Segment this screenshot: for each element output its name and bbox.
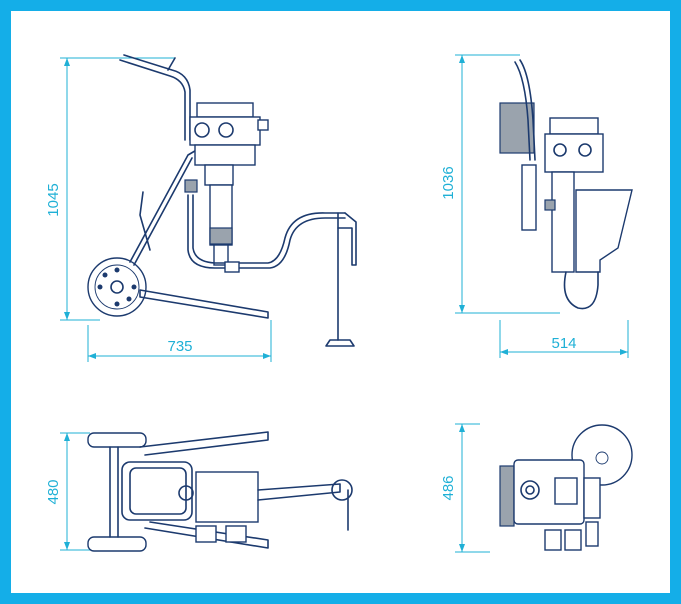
top-rear-hopper xyxy=(571,424,633,486)
side-view: 1045 735 xyxy=(45,54,357,362)
rear-hose xyxy=(563,271,599,310)
top-depth-label: 480 xyxy=(45,479,62,504)
top-handle-loop xyxy=(121,461,193,521)
rear-view: 1036 514 xyxy=(440,54,633,358)
suction-foot xyxy=(325,339,355,347)
side-height-label: 1045 xyxy=(45,183,62,216)
top-view: 480 xyxy=(45,431,353,552)
rear-handle xyxy=(519,59,536,161)
top-pump-body xyxy=(195,471,259,523)
suction-hose xyxy=(187,194,346,269)
top-suction-tube xyxy=(257,483,341,501)
top-wheel-upper xyxy=(87,432,147,448)
hopper xyxy=(575,189,633,273)
pump-unit xyxy=(184,102,269,266)
side-width-label: 735 xyxy=(167,338,192,355)
cart-wheel xyxy=(87,257,147,317)
top-wheel-lower xyxy=(87,536,147,552)
top-frame-rail xyxy=(139,431,269,456)
rear-width-label: 514 xyxy=(551,335,576,352)
cart-leg xyxy=(139,289,269,319)
rear-pump-unit xyxy=(521,117,604,273)
top-rear-view: 486 xyxy=(440,423,633,553)
rear-height-label: 1036 xyxy=(440,166,457,199)
top-rear-panel xyxy=(499,465,515,527)
cart-handle xyxy=(119,59,186,141)
top-rear-depth-label: 486 xyxy=(440,475,457,500)
